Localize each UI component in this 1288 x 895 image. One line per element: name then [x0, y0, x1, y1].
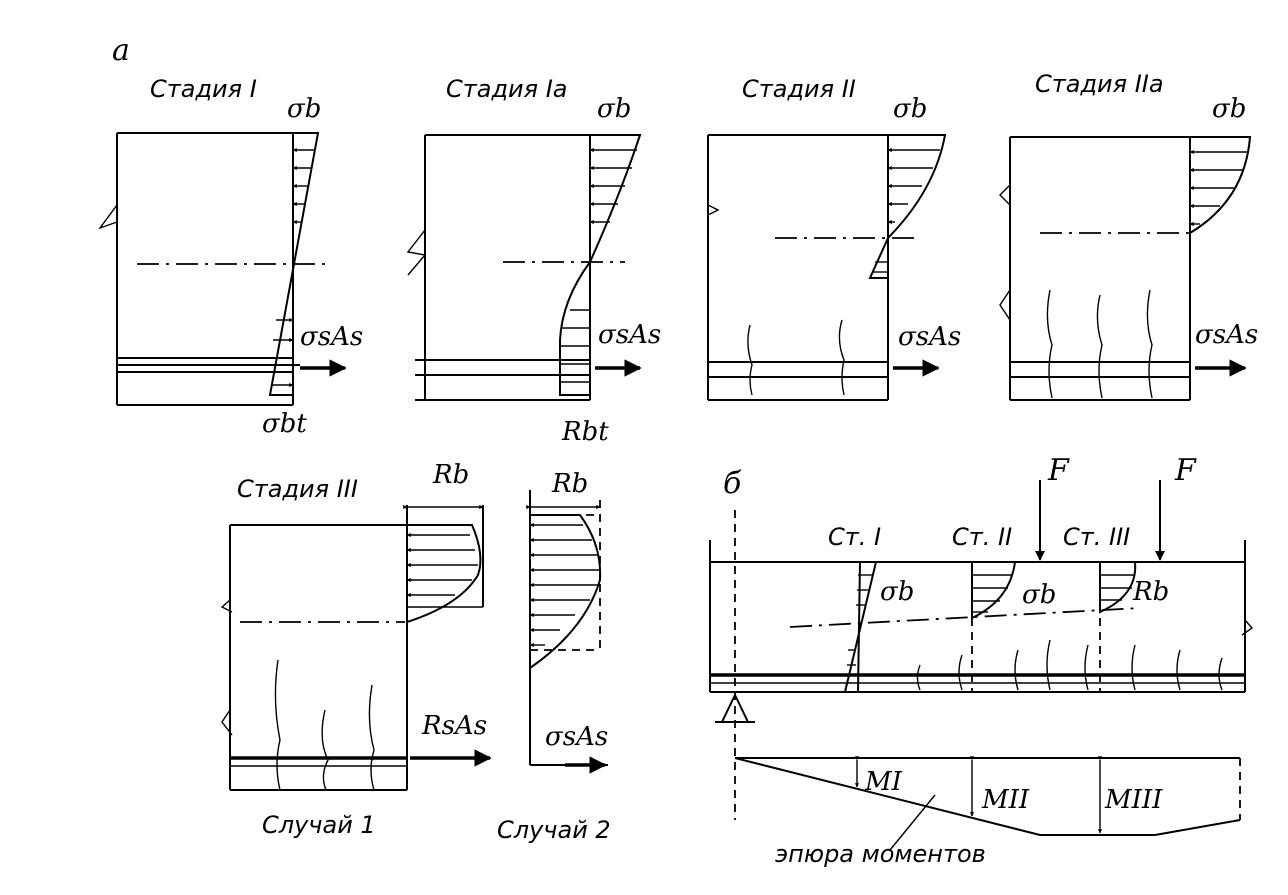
- st-2-label: Ст. II: [952, 523, 1012, 551]
- stage-1a-sigma-b: σb: [597, 94, 631, 124]
- beam-sigma-b-1: σb: [880, 577, 914, 607]
- panel-b-letter: б: [723, 466, 742, 501]
- stage-1-hatch: [271, 147, 315, 388]
- stage-2a-sigma-b: σb: [1212, 94, 1246, 124]
- stage-1a-section: Стадия Iа σb σsAs Rbt: [406, 75, 661, 447]
- stage-1a-stress-diagram: [559, 134, 642, 396]
- beam-stress-stage-3: [1099, 561, 1137, 614]
- moment-m1: MI: [864, 767, 903, 797]
- stage-3-section: Стадия III Rb RsAs Случай 1: [220, 460, 492, 839]
- case-2-label: Случай 2: [497, 816, 611, 844]
- stage-3-title: Стадия III: [237, 475, 358, 503]
- panel-b-beam: б F F Ст. I Ст. II Ст. III σb: [709, 453, 1254, 820]
- stage-1-stress-diagram: [268, 132, 320, 396]
- stage-2-force: σsAs: [898, 322, 961, 352]
- moment-m3: MIII: [1104, 785, 1163, 815]
- case-2-force: σsAs: [545, 722, 608, 752]
- case-1-label: Случай 1: [262, 811, 376, 839]
- stage-2-section: Стадия II σb σsAs: [707, 75, 961, 401]
- beam-stress-stage-2: [971, 561, 1017, 620]
- beam-rb: Rb: [1132, 577, 1169, 607]
- st-1-label: Ст. I: [828, 523, 881, 551]
- load-1-label: F: [1047, 453, 1070, 488]
- beam-sigma-b-2: σb: [1022, 580, 1056, 610]
- stage-1a-rbt: Rbt: [561, 417, 609, 447]
- stage-2a-force: σsAs: [1195, 320, 1258, 350]
- stage-1a-title: Стадия Iа: [446, 75, 568, 103]
- case-2-rb: Rb: [551, 469, 588, 499]
- beam-stress-stage-1: [843, 561, 878, 693]
- stage-1-sigma-b: σb: [287, 94, 321, 124]
- stage-1-force: σsAs: [300, 322, 363, 352]
- moment-m2: MII: [981, 785, 1030, 815]
- stage-3-rb: Rb: [432, 460, 469, 490]
- panel-a-letter: а: [112, 33, 130, 68]
- stage-2-title: Стадия II: [742, 75, 856, 103]
- moment-diagram: MI MII MIII эпюра моментов: [734, 756, 1241, 868]
- moment-diagram-label: эпюра моментов: [775, 840, 986, 868]
- stage-1-sigma-bt: σbt: [262, 409, 307, 439]
- stage-1a-force: σsAs: [598, 320, 661, 350]
- stage-2-stress-diagram: [887, 134, 947, 239]
- case-2-stress-diagram: [529, 514, 602, 669]
- stage-2-sigma-b: σb: [893, 94, 927, 124]
- stage-1-section: Стадия I σb σsAs σbt: [98, 75, 363, 439]
- stage-3-force: RsAs: [421, 711, 487, 741]
- stage-2a-title: Стадия IIа: [1035, 70, 1164, 98]
- stage-3-stress-diagram: [406, 524, 482, 623]
- load-2-label: F: [1174, 453, 1197, 488]
- st-3-label: Ст. III: [1063, 523, 1130, 551]
- stage-1-title: Стадия I: [150, 75, 257, 103]
- case-2-section: Rb σsAs Случай 2: [497, 469, 611, 844]
- stage-2a-section: Стадия IIа σb σsAs: [999, 70, 1258, 401]
